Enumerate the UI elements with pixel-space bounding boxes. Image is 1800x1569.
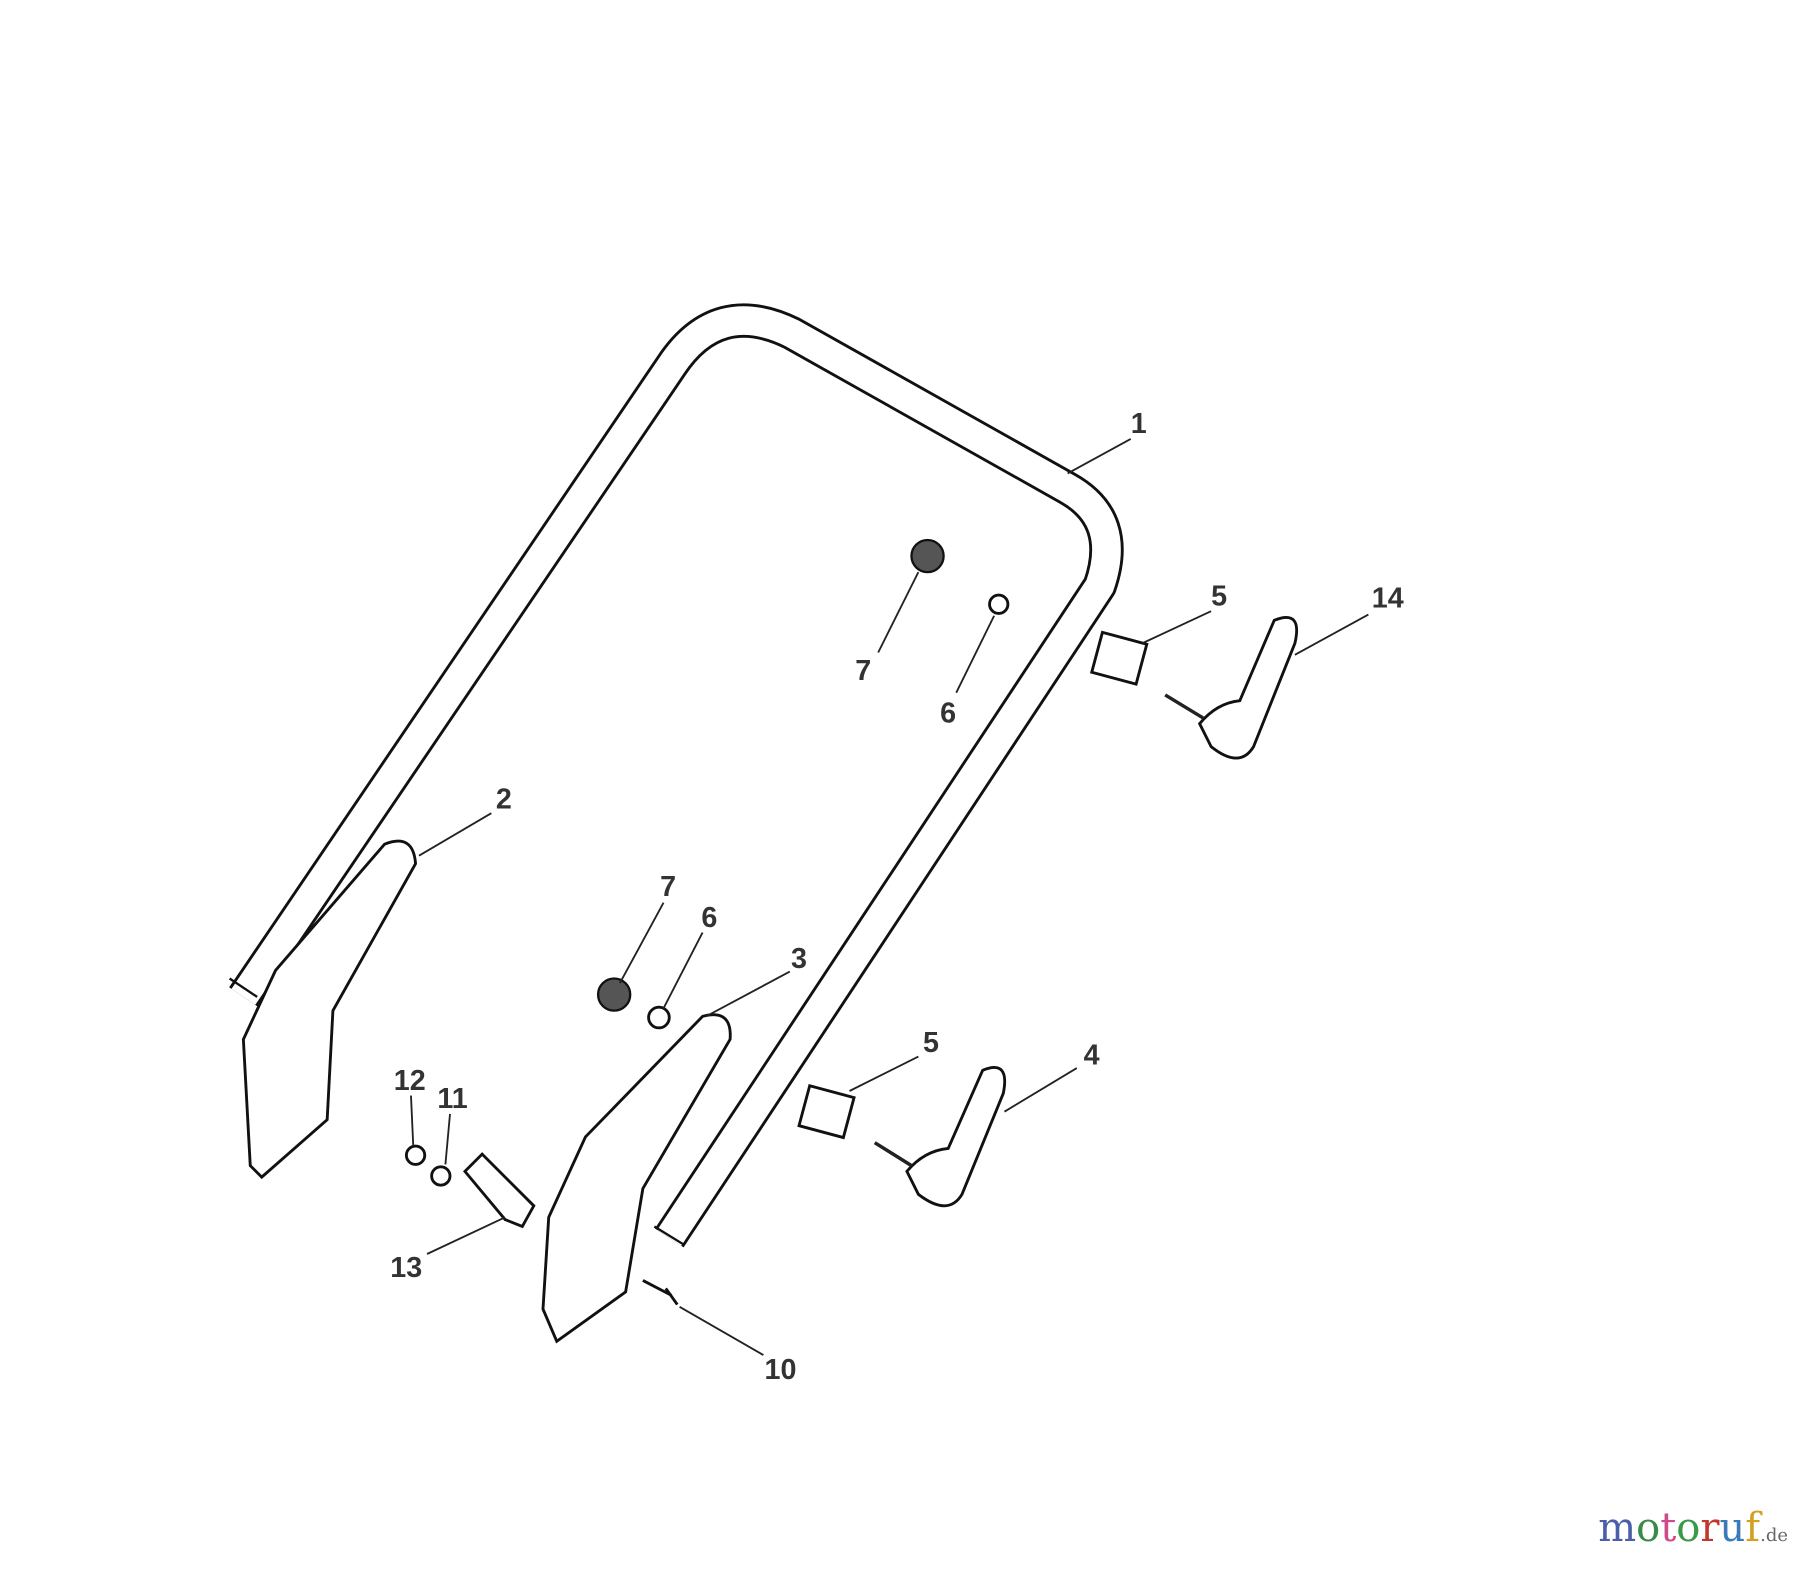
screw <box>642 1279 679 1306</box>
callout-14: 14 <box>1372 583 1404 615</box>
callout-6: 6 <box>940 698 956 730</box>
flange-nut <box>910 538 945 574</box>
hex-nut <box>404 1144 427 1166</box>
leader-lines <box>410 438 1369 1356</box>
flange-nut <box>596 977 632 1012</box>
logo-letter: m <box>1598 1505 1637 1551</box>
callout-7: 7 <box>855 655 871 687</box>
callout-5: 5 <box>1211 580 1227 612</box>
logo-letter: u <box>1719 1505 1746 1551</box>
handle-frame <box>228 303 1124 1248</box>
logo-letter: t <box>1660 1505 1677 1551</box>
knob <box>1197 616 1299 760</box>
logo-letter: o <box>1676 1505 1701 1551</box>
motoruf-watermark-logo: motoruf.de <box>1598 1505 1788 1551</box>
spacer <box>797 1084 856 1140</box>
callout-4: 4 <box>1084 1040 1100 1072</box>
washer <box>430 1165 452 1187</box>
callout-12: 12 <box>394 1065 426 1097</box>
callout-3: 3 <box>791 943 807 975</box>
callout-13: 13 <box>390 1252 422 1284</box>
left-bracket <box>241 839 418 1180</box>
callout-1: 1 <box>1131 408 1147 440</box>
callout-11: 11 <box>437 1083 467 1115</box>
clamp-lever <box>462 1152 536 1229</box>
callout-5: 5 <box>923 1027 939 1059</box>
spacer <box>1089 630 1149 686</box>
callout-2: 2 <box>496 784 512 816</box>
hex-nut <box>988 593 1010 615</box>
logo-letter: f <box>1745 1505 1761 1551</box>
callout-6: 6 <box>701 902 717 934</box>
hex-nut <box>647 1005 671 1030</box>
logo-letter: o <box>1636 1505 1661 1551</box>
logo-letter: r <box>1700 1505 1720 1551</box>
knob <box>905 1066 1007 1208</box>
right-bracket <box>541 1013 732 1344</box>
callout-10: 10 <box>765 1354 797 1386</box>
callout-7: 7 <box>660 871 676 903</box>
